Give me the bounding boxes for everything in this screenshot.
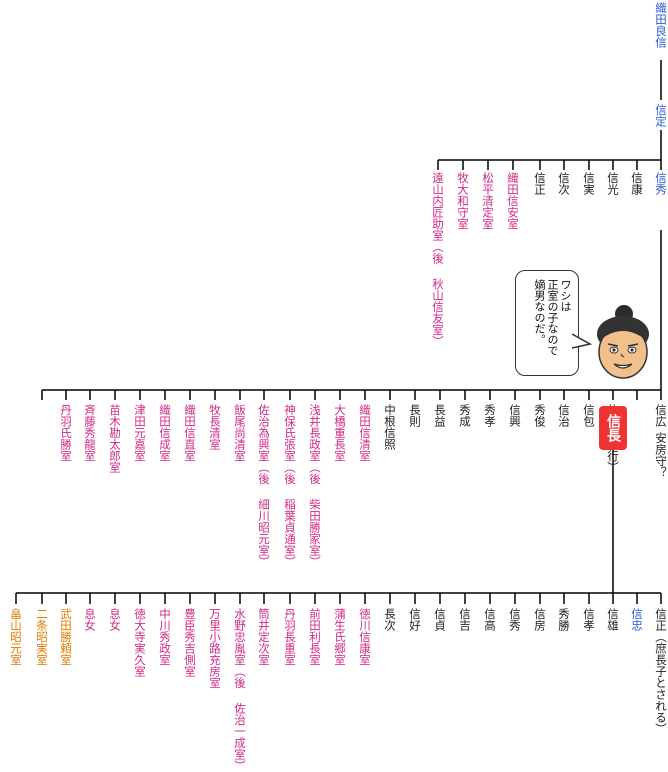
person-gen2-5: 信治 xyxy=(557,404,571,427)
person-gen2-17: 佐治為興室（後 細川昭元室） xyxy=(257,404,271,568)
person-gen1-0: 信秀 xyxy=(654,172,668,195)
person-gen1-4: 信次 xyxy=(557,172,571,195)
person-gen3-0: 信正（庶長子とされる） xyxy=(654,608,668,735)
person-gen1-1: 信康 xyxy=(630,172,644,195)
person-gen3-17: 水野忠胤室（後 佐治一成室） xyxy=(233,608,247,772)
person-gen3-4: 秀勝 xyxy=(557,608,571,631)
person-gen1-8: 牧大和守室 xyxy=(456,172,470,230)
person-gen3-21: 徳大寺実久室 xyxy=(133,608,147,677)
person-gen3-18: 万里小路充房室 xyxy=(208,608,222,689)
person-gen3-25: 二条昭実室 xyxy=(35,608,49,666)
speech-line-1: ワシは xyxy=(559,279,572,312)
person-gen3-8: 信吉 xyxy=(458,608,472,631)
person-gen2-23: 苗木勘太郎室 xyxy=(108,404,122,473)
person-gen3-24: 武田勝頼室 xyxy=(59,608,73,666)
person-gen2-6: 秀俊 xyxy=(533,404,547,427)
person-gen1-9: 遠山内匠助室（後 秋山信友室） xyxy=(431,172,445,347)
person-gen3-13: 蒲生氏郷室 xyxy=(333,608,347,666)
speech-bubble: ワシは 正室の子なので 嫡男なのだ。 xyxy=(515,270,579,376)
nobunaga-character-icon xyxy=(597,305,649,379)
person-gen3-7: 信高 xyxy=(483,608,497,631)
speech-line-2: 正室の子なので xyxy=(546,279,559,356)
person-gen2-24: 斉藤秀龍室 xyxy=(83,404,97,462)
person-gen2-14: 大橋重長室 xyxy=(333,404,347,462)
person-gen2-9: 秀成 xyxy=(458,404,472,427)
person-yoshinobu: 織田良信 xyxy=(654,2,668,48)
person-nobunaga-highlight: 信長 xyxy=(599,406,627,450)
person-gen1-6: 織田信安室 xyxy=(506,172,520,230)
person-gen3-15: 丹羽長重室 xyxy=(283,608,297,666)
person-gen3-10: 信好 xyxy=(408,608,422,631)
person-gen3-6: 信秀 xyxy=(508,608,522,631)
person-gen2-1: 安房守？ xyxy=(654,432,668,478)
person-gen3-9: 信貞 xyxy=(433,608,447,631)
bubble-tail xyxy=(572,333,592,349)
person-gen3-19: 豊臣秀吉側室 xyxy=(183,608,197,677)
person-gen2-22: 津田元嘉室 xyxy=(133,404,147,462)
person-gen3-22: 息女 xyxy=(108,608,122,631)
person-gen2-12: 中根信照 xyxy=(383,404,397,450)
person-gen1-5: 信正 xyxy=(533,172,547,195)
person-gen3-14: 前田利長室 xyxy=(308,608,322,666)
person-gen2-20: 織田信直室 xyxy=(183,404,197,462)
person-gen2-13: 織田信清室 xyxy=(358,404,372,462)
person-gen2-10: 長益 xyxy=(433,404,447,427)
person-gen2-8: 秀孝 xyxy=(483,404,497,427)
person-gen3-26: 畠山昭元室 xyxy=(9,608,23,666)
person-gen3-16: 筒井定次室 xyxy=(257,608,271,666)
person-nobusada: 信定 xyxy=(654,104,668,127)
person-gen3-12: 徳川信康室 xyxy=(358,608,372,666)
person-gen3-20: 中川秀政室 xyxy=(158,608,172,666)
person-gen3-2: 信雄 xyxy=(606,608,620,631)
person-gen3-11: 長次 xyxy=(383,608,397,631)
person-gen3-3: 信孝 xyxy=(582,608,596,631)
person-gen2-16: 神保氏張室（後 稲葉貞通室） xyxy=(283,404,297,568)
person-gen2-25: 丹羽氏勝室 xyxy=(59,404,73,462)
person-gen2-7: 信興 xyxy=(508,404,522,427)
speech-bubble-text: ワシは 正室の子なので 嫡男なのだ。 xyxy=(516,271,578,375)
speech-line-3: 嫡男なのだ。 xyxy=(533,279,546,345)
person-gen2-15: 浅井長政室（後 柴田勝家室） xyxy=(308,404,322,568)
person-gen3-23: 息女 xyxy=(83,608,97,631)
person-gen3-5: 信房 xyxy=(533,608,547,631)
person-gen1-3: 信実 xyxy=(582,172,596,195)
person-gen2-19: 牧長清室 xyxy=(208,404,222,450)
person-gen2-0: 信広 xyxy=(654,404,668,427)
person-gen2-11: 長則 xyxy=(408,404,422,427)
person-gen1-2: 信光 xyxy=(606,172,620,195)
person-gen3-1: 信忠 xyxy=(630,608,644,631)
person-gen2-18: 飯尾尚清室 xyxy=(233,404,247,462)
person-gen1-7: 松平清定室 xyxy=(481,172,495,230)
person-gen2-21: 織田信成室 xyxy=(158,404,172,462)
person-gen2-4: 信包 xyxy=(582,404,596,427)
